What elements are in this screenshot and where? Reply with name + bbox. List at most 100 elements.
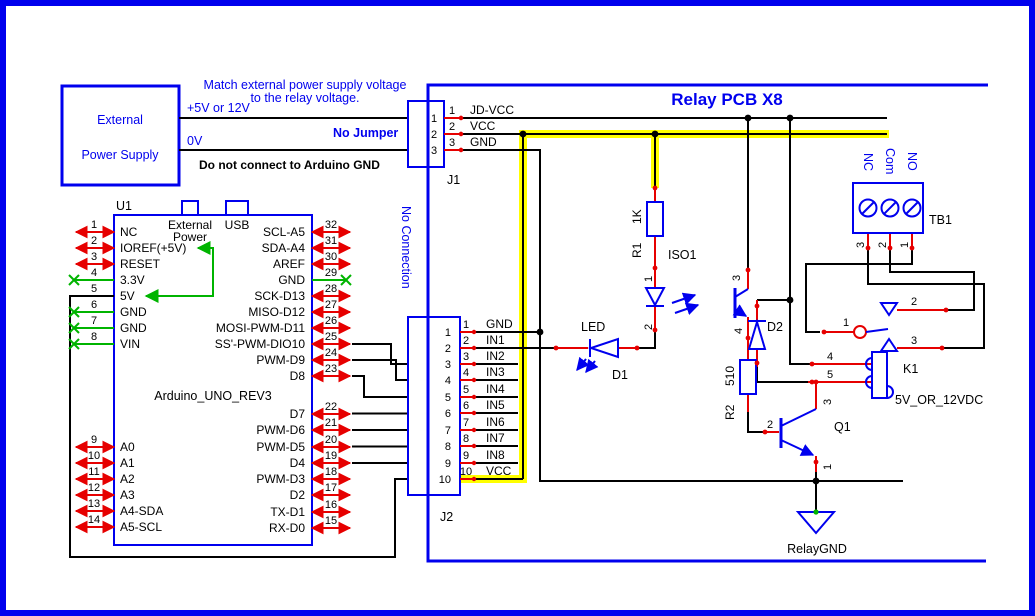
d2-ref: D2 [767, 320, 783, 334]
k1-pin-no: 2 [911, 296, 917, 308]
j2-ref: J2 [440, 510, 453, 524]
connector-net-label: GND [470, 135, 497, 149]
arduino-pin-number: 26 [325, 315, 337, 327]
connector-pin-number-inside: 7 [445, 425, 451, 437]
tb1-pin-com: 2 [877, 242, 889, 248]
connector-pin-number: 1 [463, 319, 469, 331]
connector-pin-number-inside: 1 [431, 113, 437, 125]
arduino-pin-number: 8 [91, 331, 97, 343]
arduino-pin-number: 28 [325, 283, 337, 295]
tb1-label-nc: NC [861, 153, 875, 171]
arduino-pin-number: 2 [91, 235, 97, 247]
arduino-pin-label: RX-D0 [269, 521, 305, 535]
arduino-pin-number: 11 [88, 466, 99, 478]
arduino-pin-label: PWM-D9 [256, 353, 305, 367]
connector-net-label: JD-VCC [470, 103, 514, 117]
connector-net-label: IN6 [486, 415, 505, 429]
arduino-pin-number: 31 [325, 235, 337, 247]
resistor-r1 [646, 201, 664, 237]
r1-ref: R1 [630, 242, 644, 258]
r2-ref: R2 [723, 404, 737, 420]
connector-pin-number: 3 [449, 137, 455, 149]
arduino-pin-number: 32 [325, 219, 337, 231]
arduino-pin-label: PWM-D5 [256, 440, 305, 454]
r1-value: 1K [630, 209, 644, 224]
arduino-pin-number: 29 [325, 267, 337, 279]
connector-pin-number: 8 [463, 433, 469, 445]
arduino-pin-number: 18 [325, 466, 337, 478]
relay-pcb-boundary [426, 83, 988, 563]
arduino-pin-number: 10 [88, 450, 100, 462]
tb1-pin-no: 1 [899, 242, 911, 248]
arduino-pin-label: 5V [120, 289, 135, 303]
q1-pin-collector: 3 [822, 399, 834, 405]
arduino-pin-label: PWM-D6 [256, 423, 305, 437]
connector-pin-number-inside: 1 [445, 327, 451, 339]
arduino-pin-label: IOREF(+5V) [120, 241, 186, 255]
arduino-pin-number: 19 [325, 450, 337, 462]
arduino-pin-label: GND [120, 305, 147, 319]
arduino-pin-number: 6 [91, 299, 97, 311]
arduino-pin-label: SDA-A4 [262, 241, 306, 255]
k1-pin-coil-a: 4 [827, 351, 833, 363]
relay-k1 [853, 302, 899, 399]
connector-pin-number-inside: 10 [439, 474, 451, 486]
arduino-extpower-label-1: External [168, 218, 212, 232]
arduino-pin-number: 30 [325, 251, 337, 263]
j1-connector-box [407, 100, 445, 168]
connector-pin-number-inside: 5 [445, 392, 451, 404]
ext-power-connector-icon [181, 200, 199, 216]
arduino-pin-label: A3 [120, 488, 135, 502]
iso1-ref: ISO1 [668, 248, 697, 262]
connector-net-label: IN5 [486, 398, 505, 412]
connector-net-label: IN8 [486, 448, 505, 462]
arduino-pin-number: 17 [325, 482, 337, 494]
board-title: Relay PCB X8 [671, 90, 783, 109]
arduino-pin-label: D2 [290, 488, 306, 502]
junction-dots [458, 114, 949, 485]
connector-net-label: IN2 [486, 349, 505, 363]
arduino-pin-number: 7 [91, 315, 97, 327]
iso1-pin1: 1 [643, 276, 655, 282]
external-power-supply-box [60, 84, 181, 187]
arduino-pin-label: A2 [120, 472, 135, 486]
connector-net-label: IN4 [486, 382, 505, 396]
arduino-pin-label: MOSI-PWM-D11 [216, 321, 305, 335]
connector-pin-number-inside: 2 [431, 129, 437, 141]
arduino-pin-number: 9 [91, 434, 97, 446]
r2-value: 510 [723, 366, 737, 386]
connector-pin-number: 7 [463, 417, 469, 429]
arduino-usb-label: USB [225, 218, 250, 232]
d1-ref: D1 [612, 368, 628, 382]
k1-pin-common: 1 [843, 317, 849, 329]
relay-gnd-symbol [795, 509, 837, 535]
resistor-r2 [739, 359, 757, 395]
power-supply-label-2: Power Supply [81, 148, 159, 162]
ioref-5v-link-arrow [144, 241, 214, 303]
wires-arduino-to-j2 [352, 343, 408, 464]
arduino-pin-number: 16 [325, 499, 337, 511]
k1-pin-nc: 3 [911, 335, 917, 347]
connector-pin-number: 4 [463, 367, 469, 379]
arduino-pin-number: 20 [325, 434, 337, 446]
arduino-part-name: Arduino_UNO_REV3 [154, 389, 271, 403]
arduino-pin-label: 3.3V [120, 273, 145, 287]
arduino-pin-label: AREF [273, 257, 305, 271]
arduino-pin-number: 22 [325, 401, 337, 413]
connector-pin-number-inside: 6 [445, 408, 451, 420]
connector-net-label: GND [486, 317, 513, 331]
connector-pin-number-inside: 8 [445, 441, 451, 453]
connector-pin-number-inside: 2 [445, 343, 451, 355]
connector-pin-number-inside: 4 [445, 375, 451, 387]
arduino-pin-label: D8 [290, 369, 306, 383]
vcc-net-highlight [457, 130, 889, 483]
arduino-pin-label: D7 [290, 407, 306, 421]
arduino-pin-number: 14 [88, 514, 100, 526]
arduino-pin-label: SCK-D13 [254, 289, 305, 303]
arduino-pin-label: GND [120, 321, 147, 335]
connector-pin-number-inside: 9 [445, 458, 451, 470]
terminal-block-tb1 [852, 182, 924, 234]
